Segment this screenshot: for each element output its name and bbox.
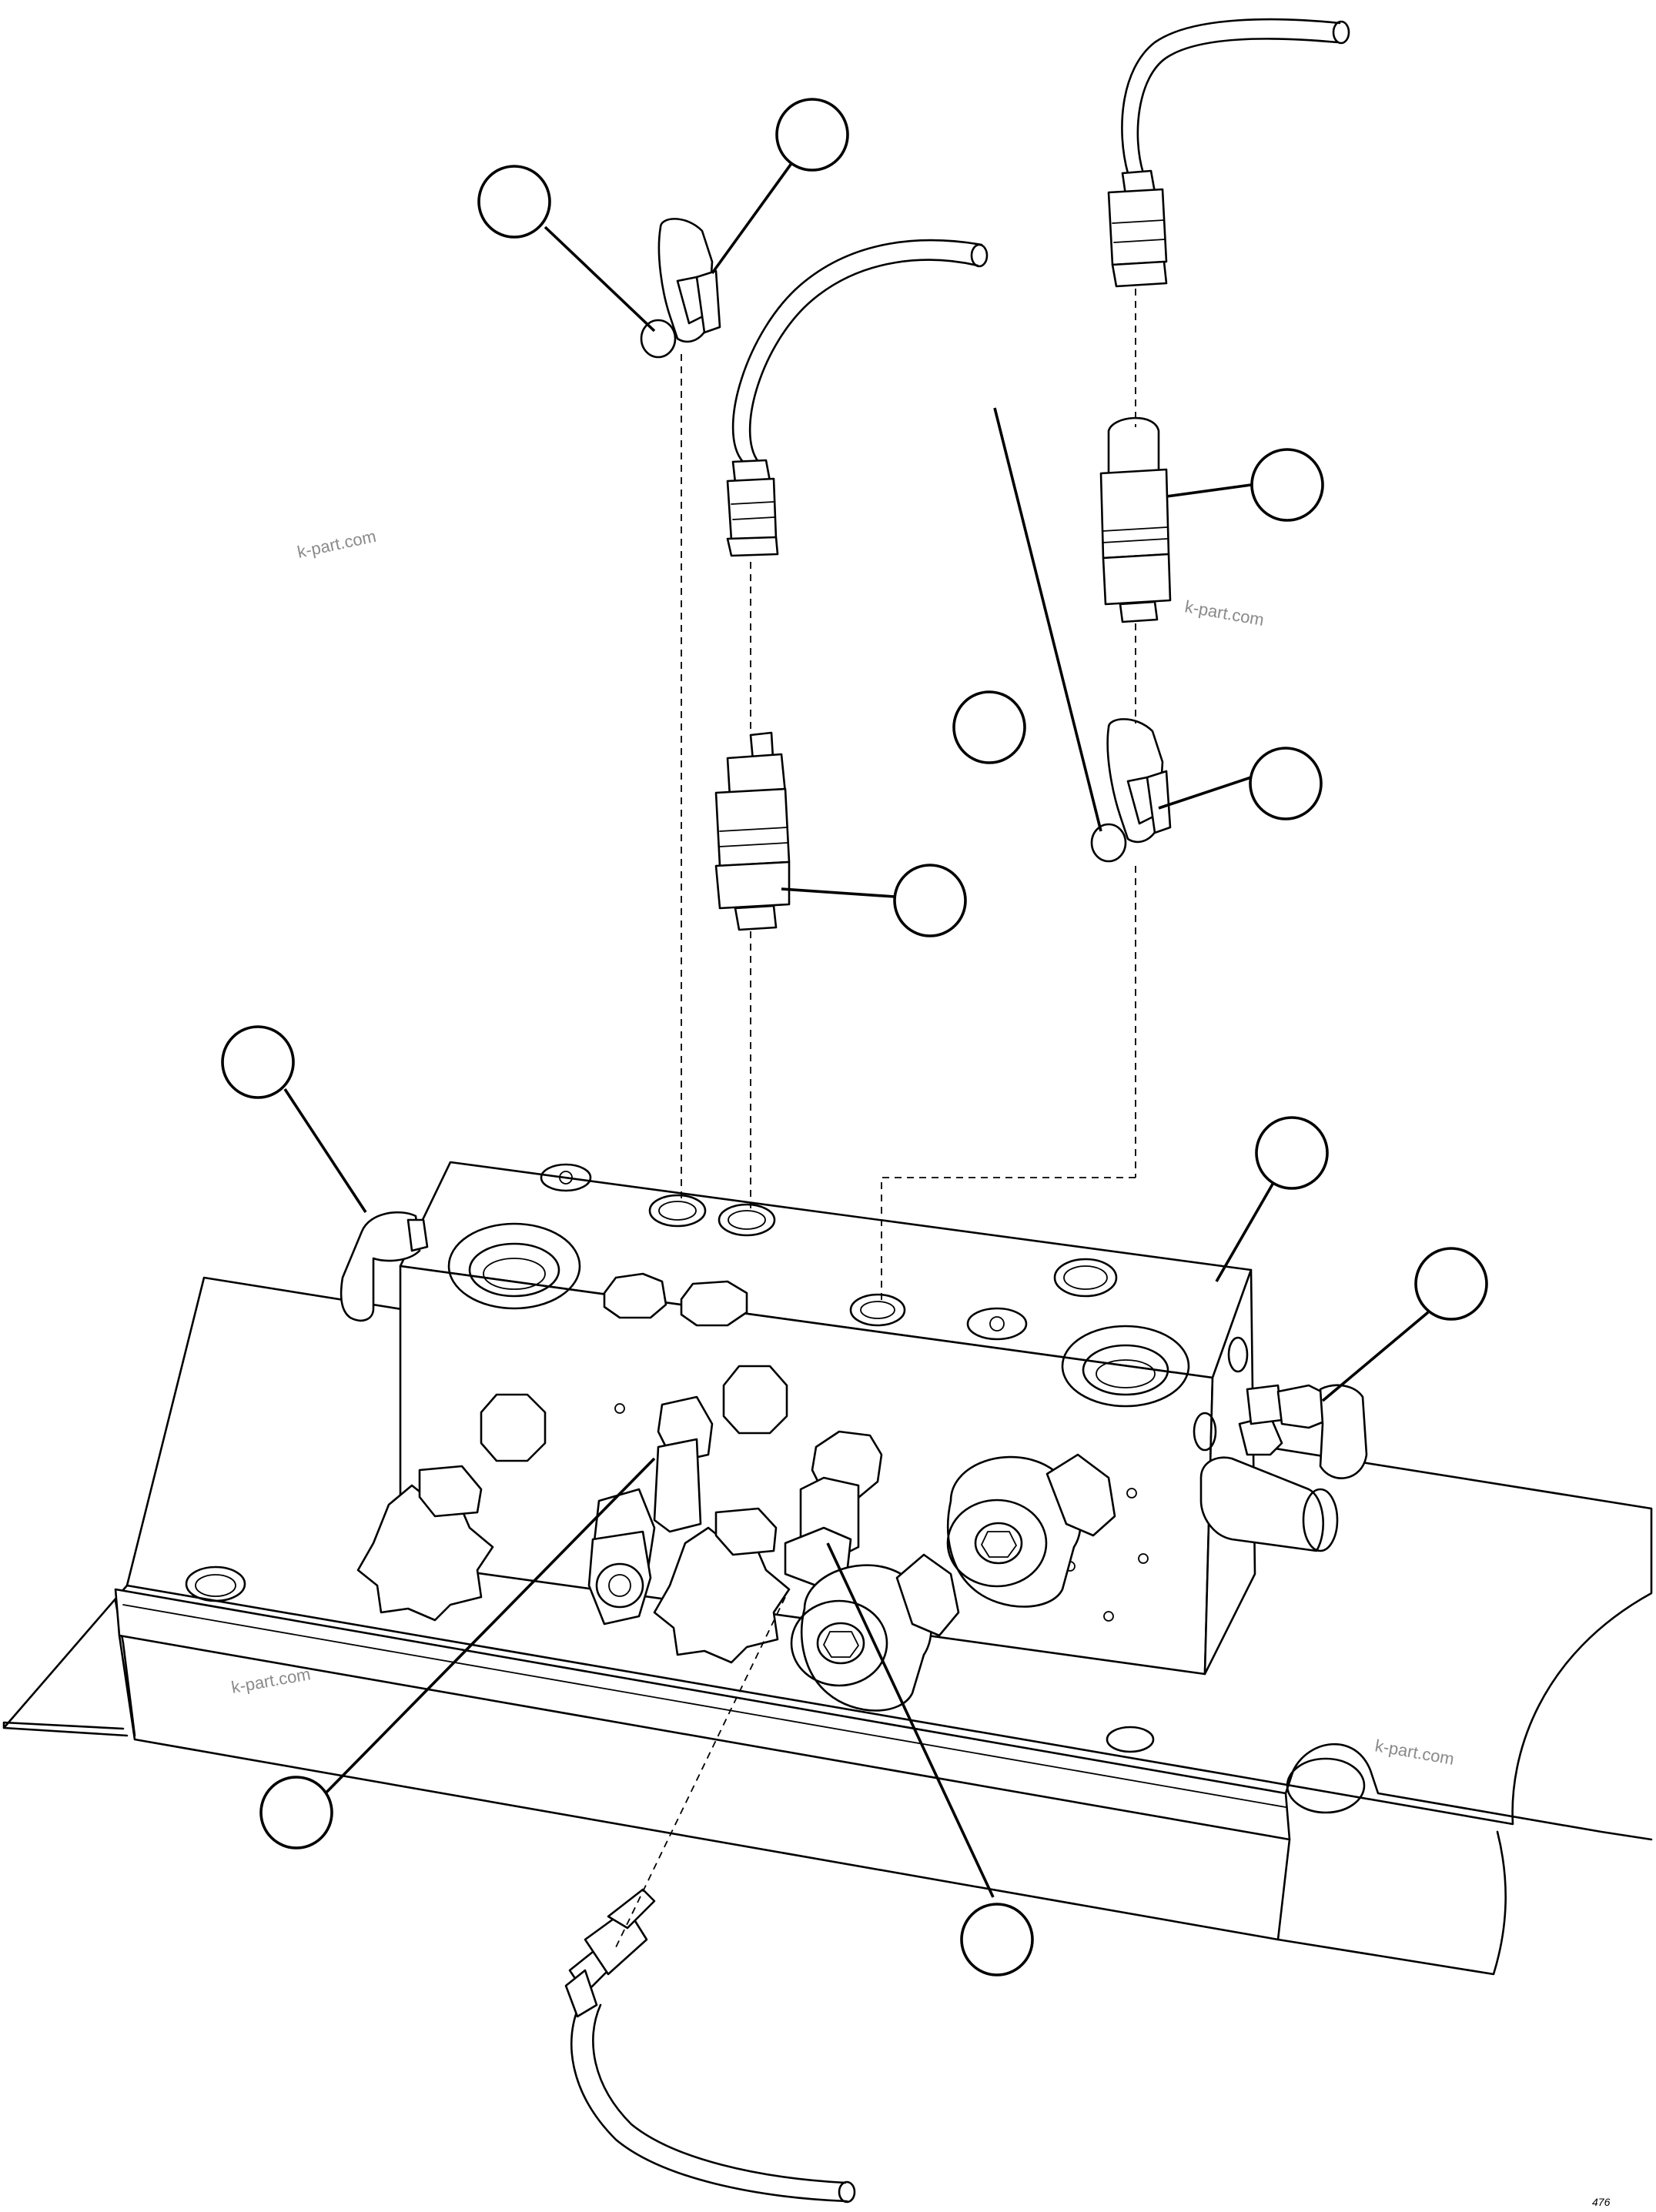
callout-bubble-5 [1249, 747, 1323, 820]
bottom-harness-cable [564, 1888, 856, 2204]
watermark-3: k-part.com [230, 1664, 313, 1697]
callout-bubbles [221, 98, 1488, 1976]
callout-bubble-11 [960, 1903, 1034, 1976]
watermark-1: k-part.com [296, 526, 378, 562]
callout-bubble-3 [1250, 448, 1324, 522]
page-mark: 476 [1592, 2196, 1611, 2208]
right-pressure-sensor [1099, 416, 1172, 623]
callout-bubble-6 [893, 864, 967, 937]
callout-bubble-7 [221, 1025, 295, 1099]
callout-bubble-1 [775, 98, 849, 172]
right-side-connector [1199, 1384, 1368, 1552]
assembly-guide-lines [615, 289, 1136, 1948]
middle-harness-cable [726, 239, 989, 557]
right-harness-cable [1107, 18, 1350, 288]
callout-bubble-10 [259, 1776, 333, 1849]
callout-bubble-2 [477, 165, 551, 239]
left-elbow-connector [340, 1211, 1283, 1456]
callout-leaders [283, 133, 1430, 1898]
callout-bubble-4 [952, 690, 1026, 764]
middle-pressure-sensor [714, 731, 791, 931]
front-fittings [356, 1395, 1116, 1712]
callout-bubble-8 [1255, 1116, 1329, 1190]
upper-right-wire-clip [1090, 718, 1172, 863]
upper-left-wire-clip [640, 218, 721, 359]
watermark-2: k-part.com [1183, 596, 1266, 630]
callout-bubble-9 [1414, 1247, 1488, 1321]
